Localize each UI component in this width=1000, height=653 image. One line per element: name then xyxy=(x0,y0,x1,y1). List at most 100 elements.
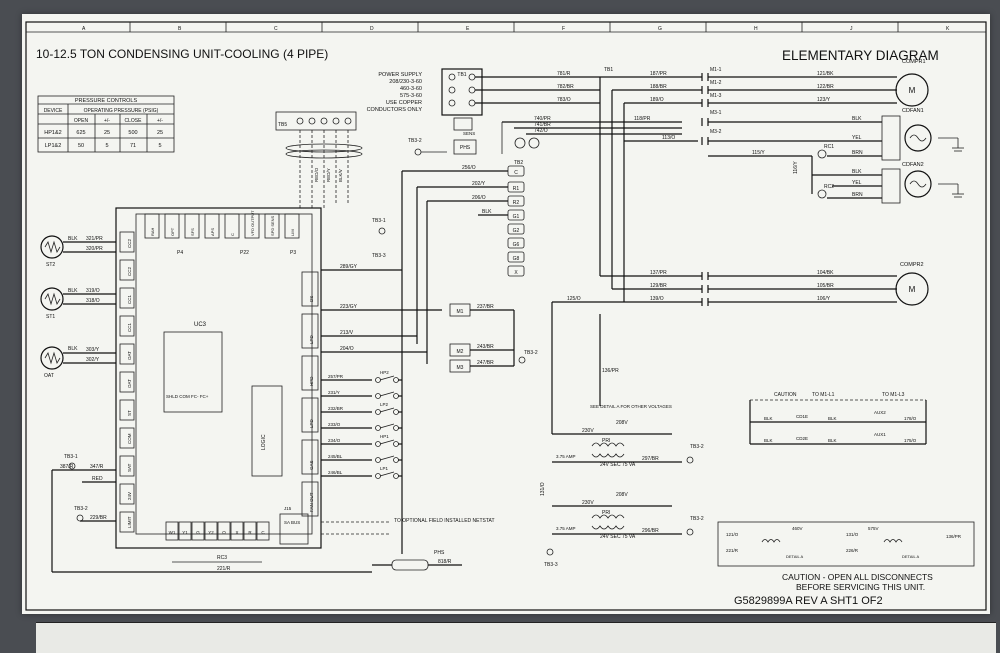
wire-label: 106/Y xyxy=(817,296,831,302)
detail-wire: 131/O xyxy=(846,532,859,537)
p-label: P4 xyxy=(177,250,183,256)
controller-right-label: LPD xyxy=(309,334,314,344)
rc1-label: RC1 xyxy=(824,144,834,150)
controller-bottom-label: Y1 xyxy=(182,530,188,535)
pressure-subcol: +/- xyxy=(104,118,110,124)
transformer-v2: 208V xyxy=(616,420,628,426)
pressure-row-device: LP1&2 xyxy=(45,143,62,149)
controller-left-label: CC1 xyxy=(127,323,132,332)
wire-label: 221/R xyxy=(217,566,231,572)
fan-lead: YEL xyxy=(852,180,862,186)
wire-label: 229/BR xyxy=(90,515,107,521)
wire-label: 243/BR xyxy=(477,344,494,350)
tb3-1-label: TB3-1 xyxy=(64,454,78,460)
motor-symbol: M xyxy=(909,285,916,294)
disconnect-box xyxy=(441,68,483,116)
sensor-lead: BLK xyxy=(68,236,78,242)
controller-left-label: OAT xyxy=(127,351,132,360)
detail-a-label: DETAIL A xyxy=(786,554,803,559)
controller-left-label: CC2 xyxy=(127,239,132,248)
grid-letter: H xyxy=(754,26,758,32)
wire-label: 740/PR xyxy=(534,116,551,122)
pressure-col-device: DEVICE xyxy=(44,108,63,114)
wire-label: 113/O xyxy=(662,135,675,141)
wire-label: 129/BR xyxy=(650,283,667,289)
wire-label: RED xyxy=(92,476,103,482)
pressure-row-close: 71 xyxy=(130,143,136,149)
controller-left-label: LIMIT xyxy=(127,516,132,528)
cdfan1-label: CDFAN1 xyxy=(902,108,924,114)
relay-m2: M2 xyxy=(457,349,464,355)
power-supply-line: 460-3-60 xyxy=(400,86,422,92)
detail-wire: 221/R xyxy=(726,548,739,553)
rc3-label: RC3 xyxy=(217,555,227,561)
cd-label: CD2E xyxy=(796,436,808,441)
sens-label: SENS xyxy=(463,131,475,136)
wire-label: 318/O xyxy=(86,298,100,304)
optional-note: TO OPTIONAL FIELD INSTALLED NETSTAT xyxy=(394,518,495,524)
controller-bottom-label: X xyxy=(235,530,238,535)
wire-label: BLK xyxy=(482,209,492,215)
pressure-row-pm: 25 xyxy=(157,130,163,136)
detail-a-box xyxy=(717,521,975,567)
title-block: CAUTION - OPEN ALL DISCONNECTS BEFORE SE… xyxy=(734,572,933,607)
pressure-switch-label: LP2 xyxy=(380,402,389,407)
tb2-block: TB2 C R1 R2 G1 G2 G6 G8 X 256/O 202/Y 20… xyxy=(401,160,525,554)
wire-label: 175/O xyxy=(904,438,917,443)
pressure-switch-label: HP2 xyxy=(380,370,389,375)
tb2-terminal: R2 xyxy=(513,200,520,206)
detail-voltage: 575V xyxy=(868,526,879,531)
rc2-label: RC2 xyxy=(824,184,834,190)
wire-label: 783/O xyxy=(557,97,571,103)
controller-bottom-label: Y2 xyxy=(208,530,214,535)
wire-label: 256/O xyxy=(462,165,476,171)
tb3-2-label: TB3-2 xyxy=(690,444,704,450)
grid-letter: F xyxy=(562,26,565,32)
drawing-number: G5829899A REV A SHT1 OF2 xyxy=(734,595,883,607)
pressure-row-open: 625 xyxy=(76,130,85,136)
transformer-pri: PRI xyxy=(602,510,610,516)
tb1-label: TB1 xyxy=(457,72,466,78)
transformer-v1: 230V xyxy=(582,428,594,434)
wire-label: 105/BR xyxy=(817,283,834,289)
transformers: SEE DETAIL A FOR OTHER VOLTAGES 230V 208… xyxy=(540,404,704,568)
pressure-switch-label: LP1 xyxy=(380,466,389,471)
grid-letter: A xyxy=(82,26,86,32)
detail-wire: 121/O xyxy=(726,532,739,537)
wire-label: 347/R xyxy=(90,464,104,470)
relay-m3: M3 xyxy=(457,365,464,371)
wire-label: 115/Y xyxy=(752,150,765,156)
pressure-col-group: OPERATING PRESSURE (PSIG) xyxy=(84,108,159,114)
to-m1-l3: TO M1-L3 xyxy=(882,392,905,398)
controller-left-label: CC1 xyxy=(127,295,132,304)
phs-label: PHS xyxy=(460,145,471,151)
contactor-label: M1-1 xyxy=(710,67,722,73)
grid-letter: D xyxy=(370,26,374,32)
to-m1-l1: TO M1-L1 xyxy=(812,392,835,398)
wire-label: 118/PR xyxy=(634,116,651,122)
controller-top-label: RAH xyxy=(150,227,155,236)
contactor-label: M1-3 xyxy=(710,93,722,99)
uc3-board xyxy=(115,207,322,549)
fuse-label: 3.75 AMP xyxy=(556,526,576,531)
wire-label: 781/R xyxy=(557,71,571,77)
compr1-label: COMPR1 xyxy=(902,59,926,65)
wire-label: 189/O xyxy=(650,97,664,103)
tb5-area: TB5 RED/O RED/Y BLK/V TB3-2 PHS SENS xyxy=(275,111,477,209)
tb2-terminal: G2 xyxy=(513,228,520,234)
wire-label: 231/Y xyxy=(328,390,340,395)
wire-label: 204/O xyxy=(340,346,354,352)
controller-bottom-label: W1 xyxy=(169,530,176,535)
wire-label: 741/BR xyxy=(534,122,551,128)
controller-bottom-label: R xyxy=(248,530,252,535)
phs2-label: PHS xyxy=(434,550,445,556)
fan-lead: BLK xyxy=(852,169,862,175)
wire-label: 296/BR xyxy=(642,528,659,534)
pressure-row-pm: 5 xyxy=(158,143,161,149)
transformer-v1: 230V xyxy=(582,500,594,506)
fan-lead: BRN xyxy=(852,150,863,156)
controller-bottom-label: G xyxy=(196,530,200,535)
